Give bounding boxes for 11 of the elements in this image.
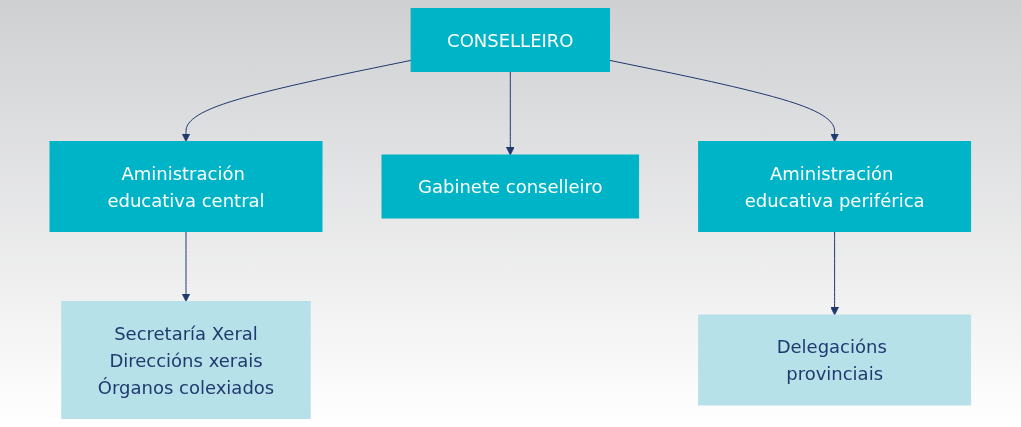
- arrow: [181, 59, 412, 142]
- node-box: Gabinete conselleiro: [381, 154, 640, 219]
- node-box: Aministración educativa periférica: [698, 141, 972, 232]
- arrow: [830, 231, 840, 316]
- node-box: Delegacións provinciais: [698, 314, 972, 406]
- arrow: [506, 71, 515, 156]
- arrow: [181, 231, 191, 302]
- node-box: Aministración educativa central: [49, 141, 323, 232]
- node-box: CONSELLEIRO: [410, 8, 611, 72]
- arrow: [609, 59, 840, 142]
- node-box: Secretaría Xeral Direccións xerais Órganos colexiados: [61, 301, 311, 419]
